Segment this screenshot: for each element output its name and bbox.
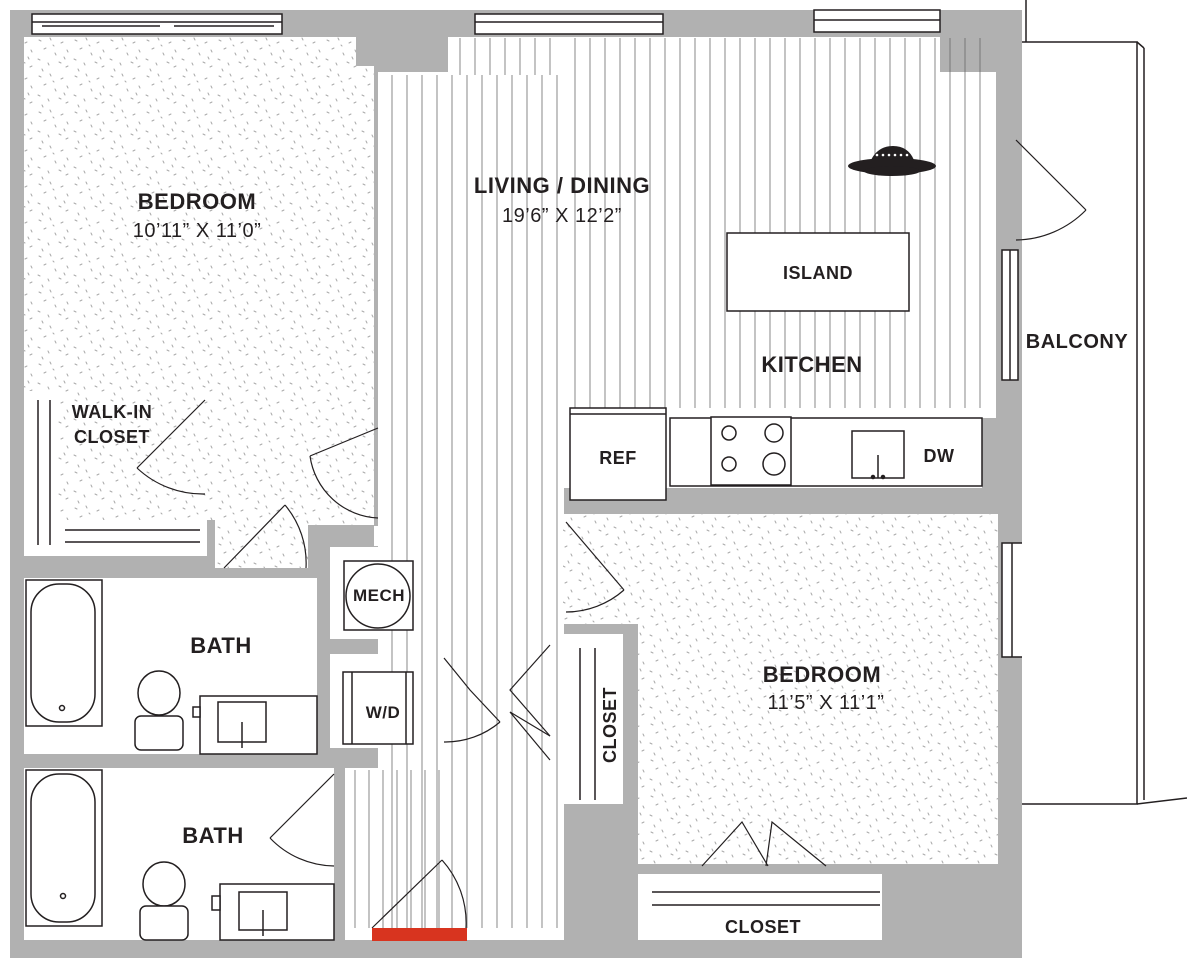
interior-lines xyxy=(25,232,983,941)
living-dining-name: LIVING / DINING xyxy=(474,173,650,198)
room-labels: BEDROOM 10’11” X 11’0” LIVING / DINING 1… xyxy=(72,173,1129,937)
bedroom-2-dims: 11’5” X 11’1” xyxy=(768,692,885,714)
kitchen-name: KITCHEN xyxy=(761,352,862,377)
mech-label: MECH xyxy=(353,586,405,605)
doors xyxy=(136,139,1087,929)
ref-label: REF xyxy=(599,448,637,468)
island-counter xyxy=(726,232,910,312)
bathtub-icon xyxy=(25,579,103,727)
bathtub-icon xyxy=(25,769,103,927)
entry-threshold xyxy=(372,928,467,941)
ceiling-light-icon xyxy=(848,146,936,176)
toilet-icon xyxy=(134,670,184,751)
floor-areas xyxy=(24,37,998,940)
closet-bottom-label: CLOSET xyxy=(725,917,801,937)
bedroom-1-floor xyxy=(24,37,374,568)
bedroom-2-floor xyxy=(638,514,998,864)
balcony xyxy=(1022,0,1187,805)
bedroom-1-name: BEDROOM xyxy=(138,189,256,214)
walk-in-label-line1: WALK-IN xyxy=(72,402,152,422)
cooktop-icon xyxy=(710,416,792,486)
walk-in-label-line2: CLOSET xyxy=(74,427,150,447)
bedroom-1-dims: 10’11” X 11’0” xyxy=(133,220,262,242)
wood-floor-lines xyxy=(354,38,981,928)
bath-1-name: BATH xyxy=(190,633,251,658)
closet-vertical-label: CLOSET xyxy=(600,687,620,763)
bedroom-2-name: BEDROOM xyxy=(763,662,881,687)
windows xyxy=(31,9,1025,658)
bath-2-name: BATH xyxy=(182,823,243,848)
toilet-icon xyxy=(139,861,189,941)
dw-label: DW xyxy=(924,446,955,466)
wd-label: W/D xyxy=(366,703,401,722)
balcony-name: BALCONY xyxy=(1026,331,1129,353)
living-dining-dims: 19’6” X 12’2” xyxy=(502,205,622,227)
island-label: ISLAND xyxy=(783,263,853,283)
kitchen-floor xyxy=(564,37,996,418)
refrigerator xyxy=(569,407,667,501)
